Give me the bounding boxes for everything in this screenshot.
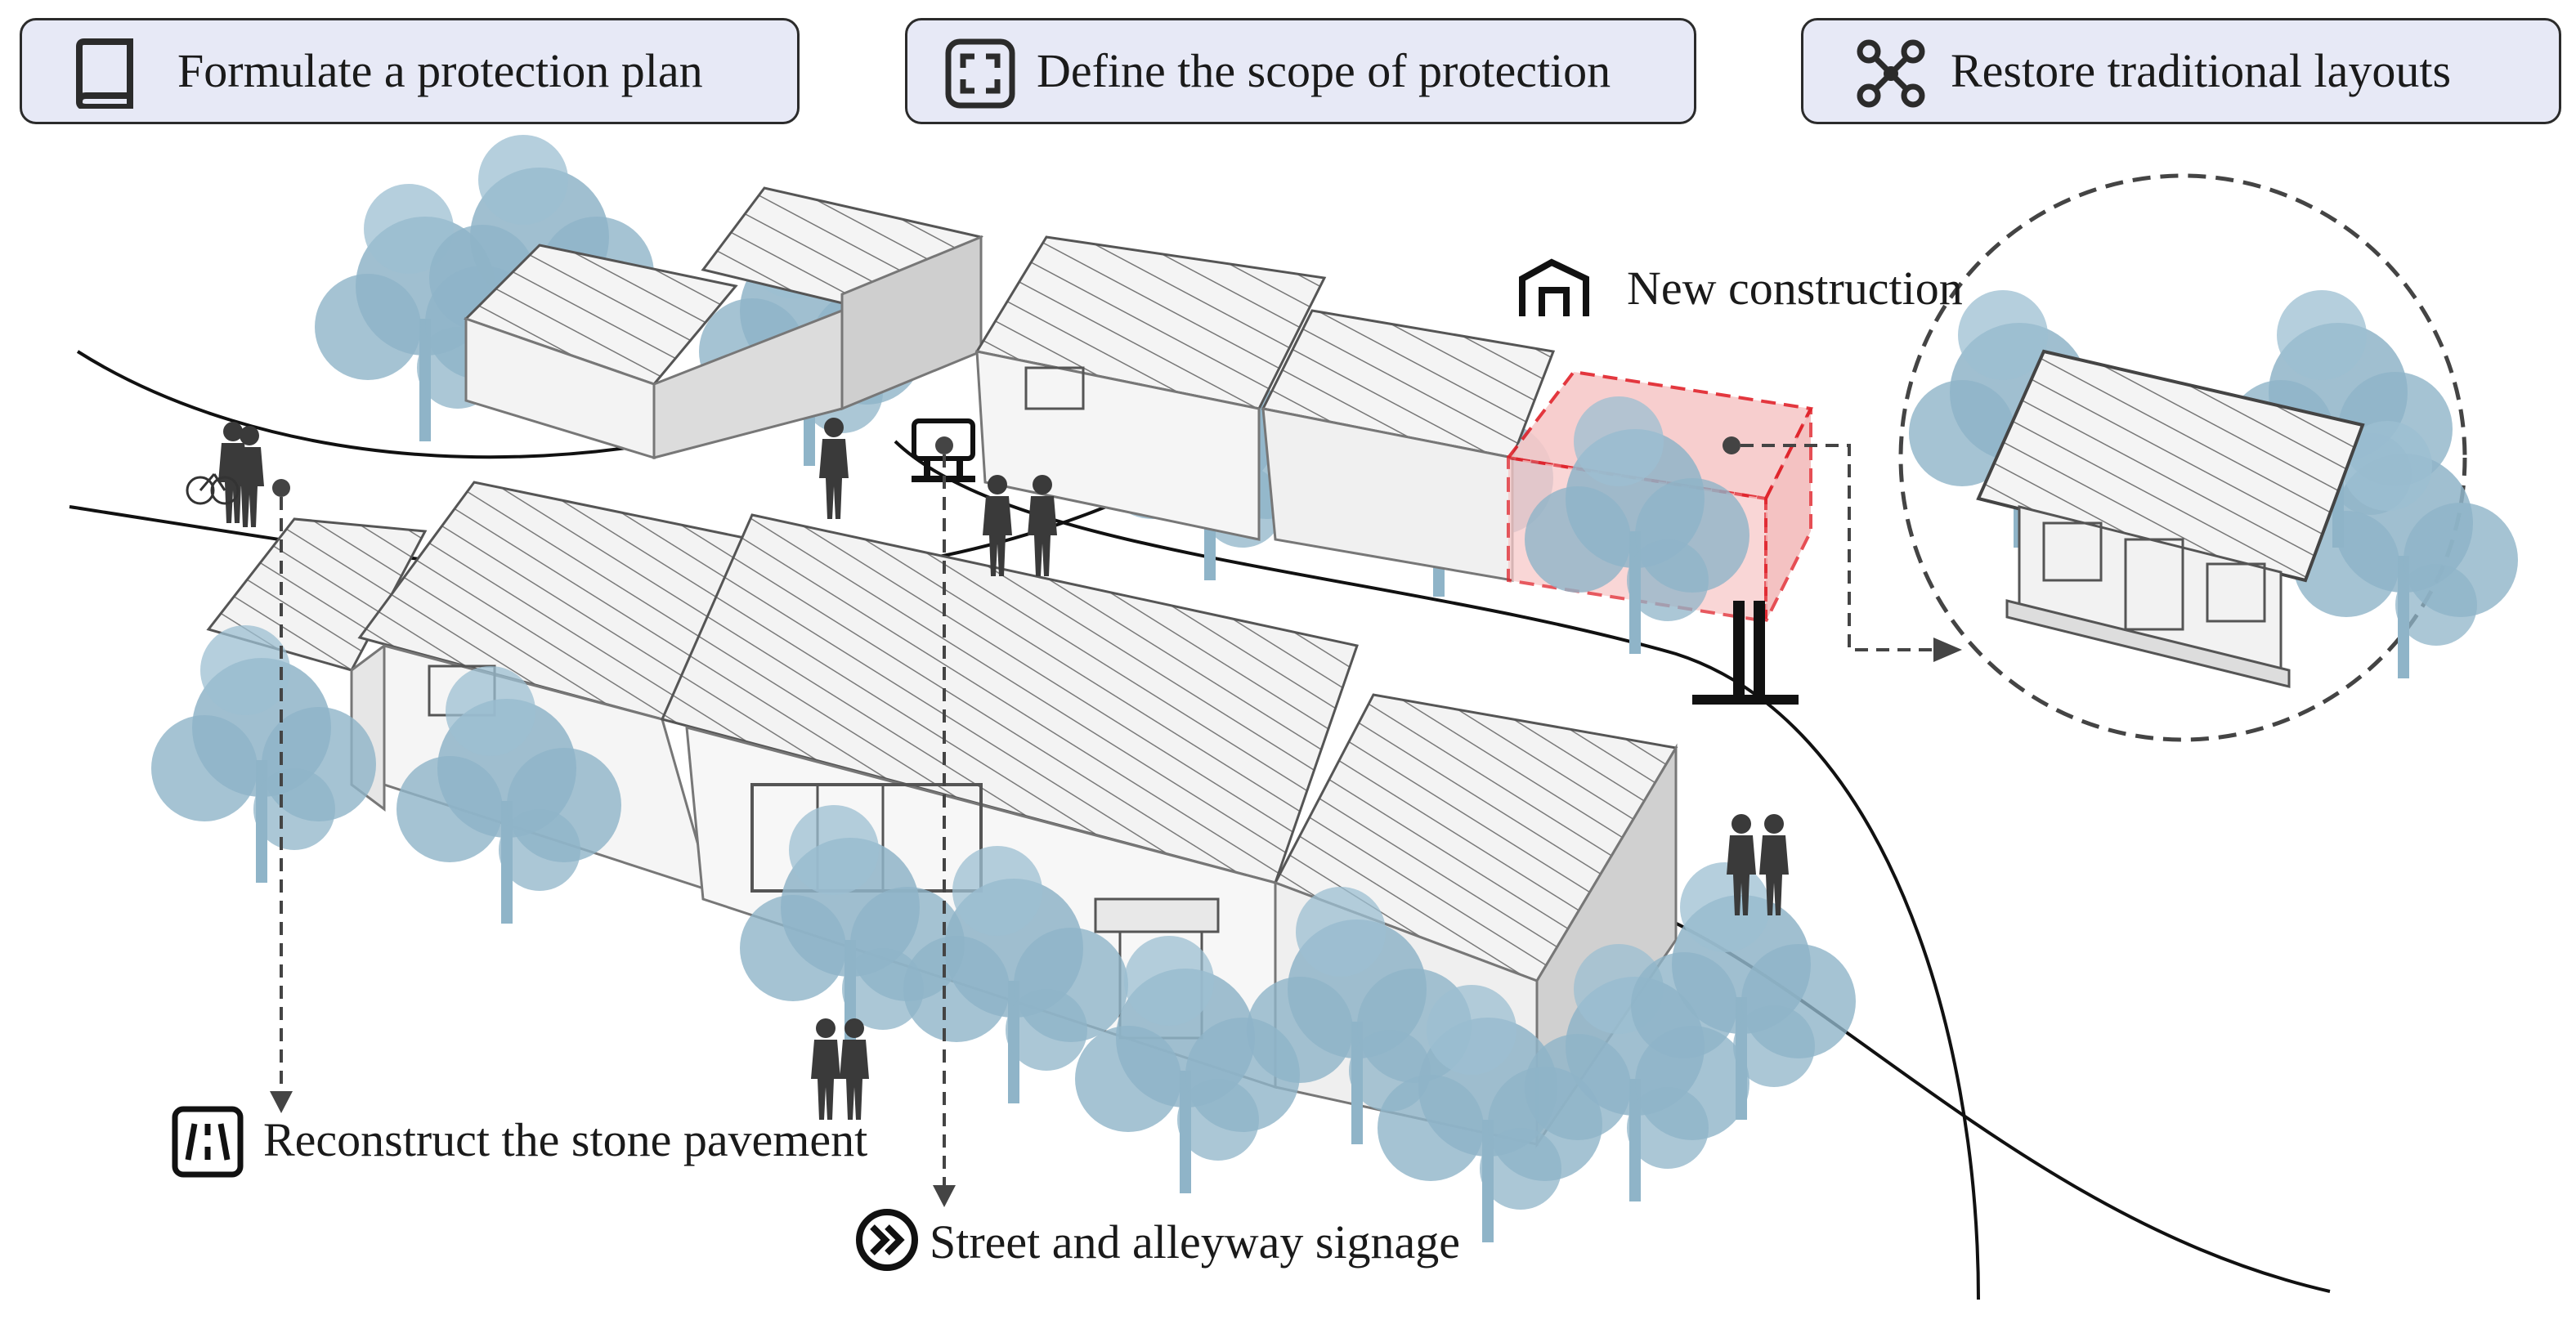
lattice-window (2206, 562, 2266, 623)
arrowhead (1933, 638, 1962, 662)
book-icon (76, 38, 133, 109)
callout-reconstruct-stone-pavement: Reconstruct the stone pavement (263, 1113, 868, 1166)
road-icon (172, 1106, 244, 1178)
action-restore-traditional-layouts: Restore traditional layouts (1801, 18, 2561, 124)
action-formulate-protection-plan: Formulate a protection plan (20, 18, 800, 124)
arrowhead (270, 1091, 293, 1113)
person-silhouette (840, 1018, 869, 1120)
action-label: Formulate a protection plan (177, 44, 703, 97)
callout-dot (272, 479, 290, 497)
person-silhouette (983, 475, 1012, 576)
callout-street-alleyway-signage: Street and alleyway signage (930, 1215, 1461, 1269)
frame-corners-icon (945, 38, 1015, 109)
action-define-scope-of-protection: Define the scope of protection (905, 18, 1696, 124)
person-silhouette (811, 1018, 840, 1120)
window (1024, 366, 1085, 410)
house-outline-icon (1519, 258, 1589, 316)
road-edge-right-1 (894, 440, 1980, 1300)
callout-dot (935, 436, 953, 454)
action-label: Restore traditional layouts (1951, 44, 2452, 97)
network-nodes-icon (1857, 39, 1925, 108)
signage-post-icon (1733, 601, 1745, 699)
arrowhead (933, 1185, 956, 1207)
double-chevron-right-icon (856, 1209, 918, 1271)
callout-dot (1723, 436, 1740, 454)
lattice-door (2124, 538, 2184, 631)
action-label: Define the scope of protection (1037, 44, 1611, 97)
door-canopy (1094, 897, 1220, 933)
callout-new-construction: New construction (1627, 262, 1963, 315)
bicycle-icon (186, 473, 240, 505)
building-wall (652, 308, 844, 459)
new-construction-volume-side (1764, 408, 1812, 622)
detail-circle-traditional-house (1898, 173, 2518, 742)
lattice-window (2042, 521, 2103, 582)
house-base (2005, 599, 2291, 688)
